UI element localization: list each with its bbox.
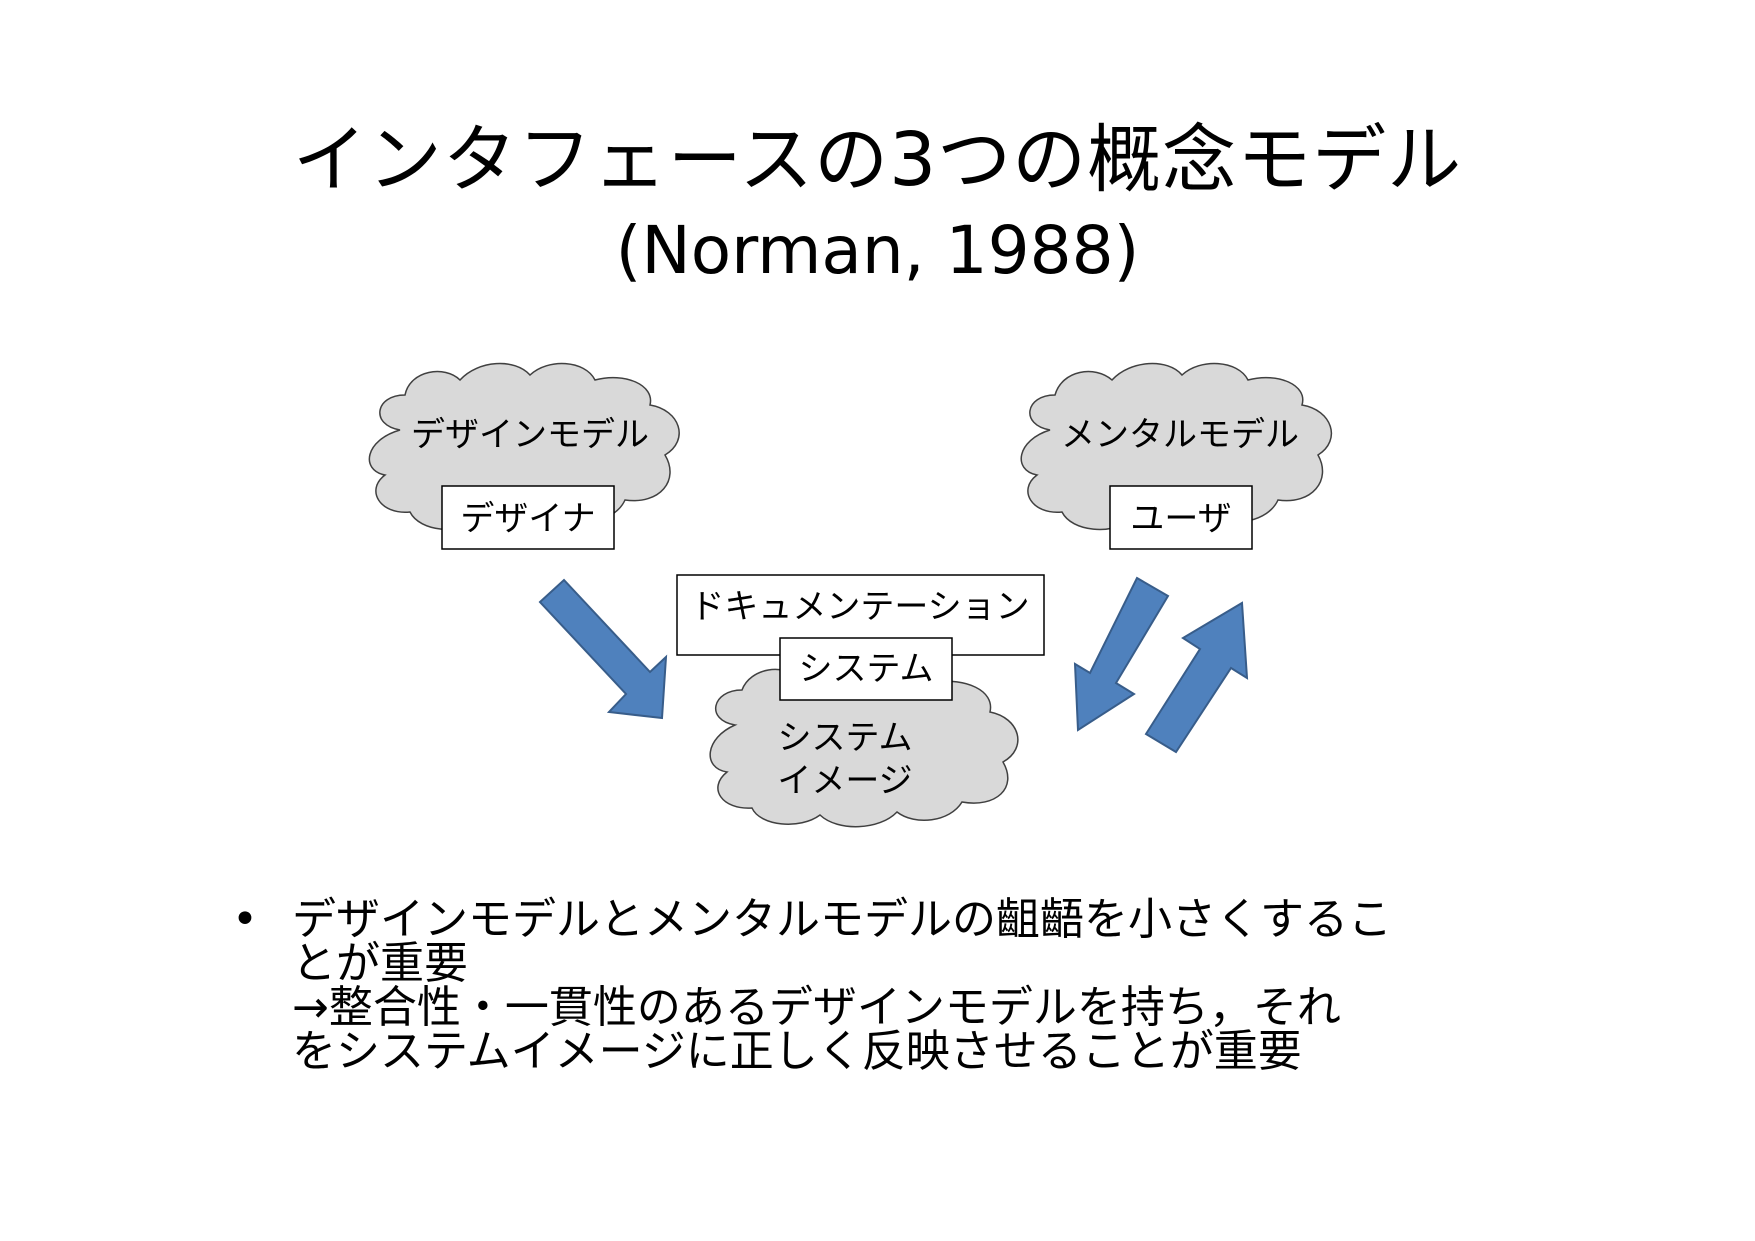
arrow-user-to-system bbox=[1073, 576, 1170, 732]
page-title: インタフェースの3つの概念モデル bbox=[292, 117, 1463, 203]
bullet-line: →整合性・一貫性のあるデザインモデルを持ち，それ bbox=[292, 982, 1341, 1033]
mental-model-cloud: メンタルモデル bbox=[1020, 362, 1333, 533]
designer-box bbox=[441, 485, 615, 550]
user-label: ユーザ bbox=[1130, 499, 1231, 539]
bullet-line: とが重要 bbox=[292, 938, 468, 989]
design-model-label: デザインモデル bbox=[411, 415, 649, 455]
user-box bbox=[1109, 485, 1253, 550]
documentation-label: ドキュメンテーション bbox=[690, 587, 1029, 627]
designer-label: デザイナ bbox=[460, 499, 595, 539]
mental-model-cloud-shape bbox=[1020, 362, 1333, 533]
mental-model-label: メンタルモデル bbox=[1061, 415, 1299, 455]
system-image-cloud: システム イメージ bbox=[709, 664, 1019, 828]
system-label: システム bbox=[799, 649, 934, 689]
system-image-label-line2: イメージ bbox=[777, 761, 912, 801]
bullet-line: デザインモデルとメンタルモデルの齟齬を小さくするこ bbox=[292, 894, 1392, 945]
bullet-line: をシステムイメージに正しく反映させることが重要 bbox=[292, 1026, 1302, 1077]
arrow-designer-to-system bbox=[538, 578, 668, 720]
bullet-symbol: • bbox=[232, 894, 258, 945]
arrow-system-to-user bbox=[1144, 601, 1249, 754]
page-subtitle: (Norman, 1988) bbox=[615, 212, 1140, 289]
system-image-label-line1: システム bbox=[778, 718, 913, 758]
system-box bbox=[779, 637, 953, 701]
bullet-text: デザインモデルとメンタルモデルの齟齬を小さくするこ とが重要 →整合性・一貫性の… bbox=[292, 898, 1392, 1074]
